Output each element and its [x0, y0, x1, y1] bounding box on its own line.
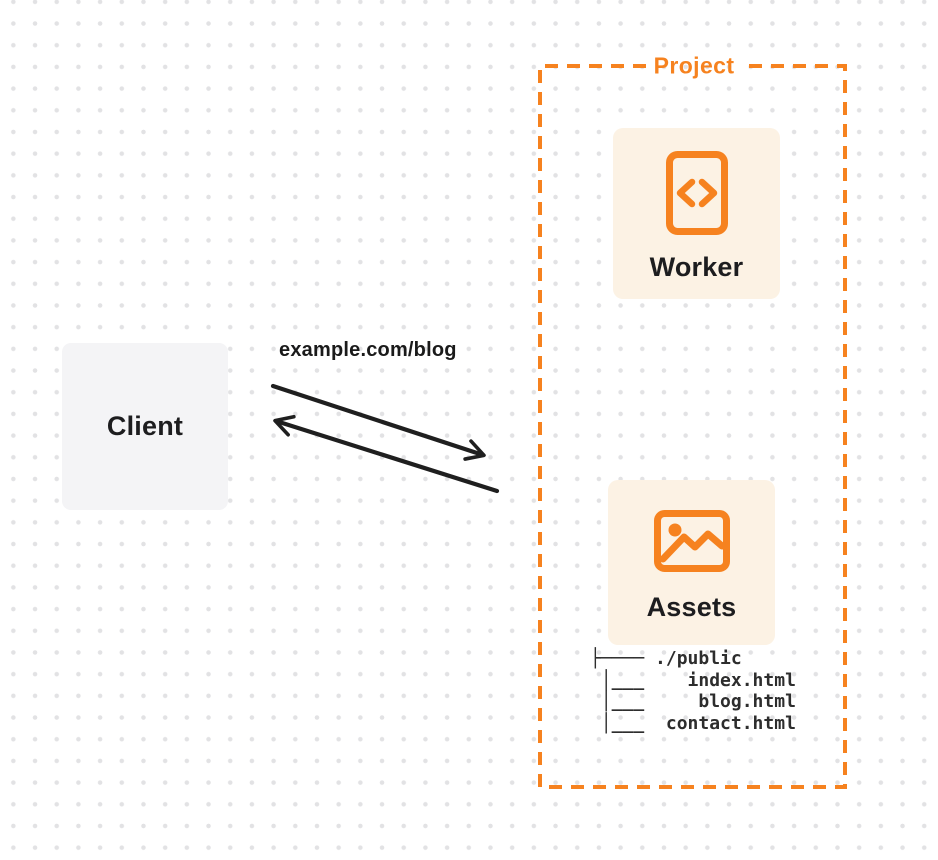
code-icon [665, 151, 728, 235]
client-node: Client [62, 343, 228, 510]
assets-card: Assets [608, 480, 775, 645]
worker-card: Worker [613, 128, 780, 299]
response-arrow-left [273, 414, 500, 494]
client-label: Client [106, 411, 184, 441]
worker-label: Worker [649, 252, 744, 282]
project-label: Project [653, 52, 735, 79]
assets-file-tree: ├──── ./public │___ index.html │___ blog… [590, 648, 796, 734]
assets-label: Assets [646, 592, 737, 622]
request-url-label: example.com/blog [279, 339, 457, 361]
image-icon [653, 510, 730, 572]
request-arrow-right [270, 383, 486, 461]
